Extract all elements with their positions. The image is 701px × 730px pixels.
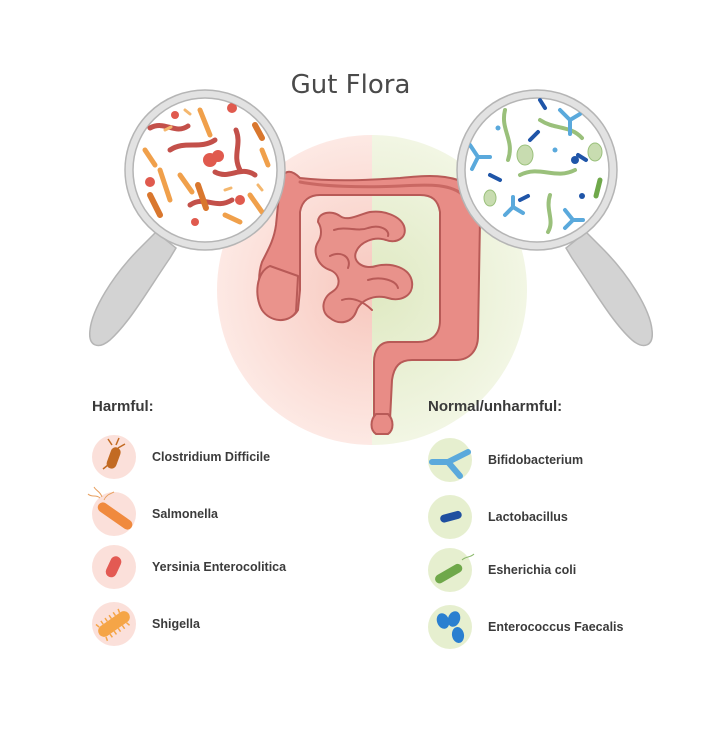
page-title: Gut Flora <box>290 70 411 100</box>
list-item-salmonella: Salmonella <box>87 486 218 536</box>
magnifier-harmful <box>89 89 286 347</box>
item-label: Lactobacillus <box>488 510 568 524</box>
list-item-clostridium-difficile: Clostridium Difficile <box>92 435 270 479</box>
item-label: Shigella <box>152 617 200 631</box>
clostridium-difficile-icon <box>92 435 136 479</box>
list-item-escherichia-coli: Esherichia coli <box>428 548 576 592</box>
escherichia-coli-icon <box>428 548 475 592</box>
bifidobacterium-icon <box>428 438 472 482</box>
list-item-enterococcus-faecalis: Enterococcus Faecalis <box>428 605 623 649</box>
item-label: Salmonella <box>152 507 218 521</box>
item-label: Yersinia Enterocolitica <box>152 560 287 574</box>
list-item-lactobacillus: Lactobacillus <box>428 495 568 539</box>
item-label: Esherichia coli <box>488 563 577 577</box>
normal-heading: Normal/unharmful: <box>428 398 563 415</box>
intestine-illustration <box>256 170 482 435</box>
list-item-yersinia: Yersinia Enterocolitica <box>92 545 286 589</box>
item-label: Bifidobacterium <box>488 453 584 467</box>
enterococcus-faecalis-icon <box>428 605 472 649</box>
magnifier-normal <box>456 89 653 347</box>
lactobacillus-icon <box>428 495 472 539</box>
item-label: Clostridium Difficile <box>152 450 271 464</box>
salmonella-icon <box>87 486 136 536</box>
shigella-icon <box>92 602 136 646</box>
harmful-heading: Harmful: <box>92 398 154 415</box>
list-item-bifidobacterium: Bifidobacterium <box>428 438 583 482</box>
list-item-shigella: Shigella <box>92 602 200 646</box>
item-label: Enterococcus Faecalis <box>488 620 624 634</box>
yersinia-icon <box>92 545 136 589</box>
